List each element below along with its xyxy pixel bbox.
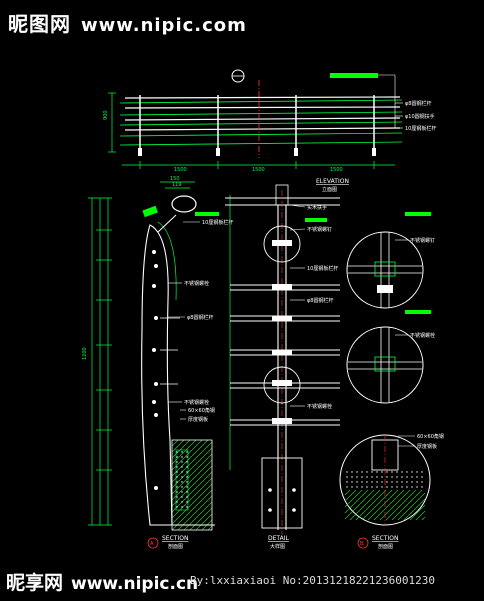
detail-title-cn: 大样图 (270, 543, 285, 550)
watermark-bottom-brand: 昵享网 (6, 572, 64, 594)
section-b-view: 不锈钢螺钉 不锈钢螺栓 60×60角钢 厚度钢板 B SECTION 剖面图 (339, 212, 444, 550)
section-b-callout-2: 不锈钢螺栓 (410, 332, 435, 339)
watermark-url: www.nipic.com (81, 15, 247, 36)
detail-title: DETAIL (268, 535, 289, 542)
section-a-title: SECTION (162, 535, 188, 542)
detail-callout-2: 不锈钢螺钉 (307, 226, 332, 233)
section-a-top-dim-2: 119 (172, 182, 182, 188)
elevation-title: ELEVATION (316, 178, 349, 185)
elevation-callout-3: 10厘钢板栏杆 (405, 125, 436, 132)
watermark-top: 昵图网 www.nipic.com (8, 8, 247, 37)
elevation-dim-1: 1500 (174, 167, 187, 173)
elevation-dim-3: 1500 (330, 167, 343, 173)
section-a-callout-6: 厚度钢板 (188, 416, 208, 423)
watermark-id: By:lxxiaxiaoi No:20131218221236001230 (190, 574, 436, 587)
detail-view: 实木扶手 不锈钢螺钉 10厘钢板栏杆 φ8圆钢栏杆 不锈钢螺栓 DETAIL 大… (225, 184, 340, 550)
section-b-title: SECTION (372, 535, 398, 542)
detail-callout-3: 10厘钢板栏杆 (307, 265, 338, 272)
elevation-height-dim: 900 (103, 110, 109, 120)
section-a-callout-1: 10厘钢板栏杆 (202, 219, 233, 226)
detail-callout-5: 不锈钢螺栓 (307, 403, 332, 410)
watermark-bottom: 昵享网 www.nipic.cn (6, 568, 198, 595)
section-a-callout-2: 不锈钢螺栓 (184, 280, 209, 287)
section-a-callout-3: φ8圆钢栏杆 (187, 314, 213, 321)
section-a-callout-4: 不锈钢螺栓 (184, 399, 209, 406)
section-a-title-cn: 剖面图 (168, 543, 183, 550)
elevation-callout-2: φ10圆钢扶手 (405, 113, 435, 120)
section-b-callout-1: 不锈钢螺钉 (410, 237, 435, 244)
elevation-view: 900 1500 1500 1500 φ8圆钢栏杆 φ10圆钢扶手 10厘钢板栏… (103, 69, 436, 193)
section-b-title-cn: 剖面图 (378, 543, 393, 550)
elevation-title-cn: 立面图 (322, 186, 337, 193)
watermark-brand: 昵图网 (8, 12, 71, 36)
watermark-bottom-url: www.nipic.cn (71, 574, 199, 594)
detail-callout-4: φ8圆钢栏杆 (307, 297, 333, 304)
section-a-callout-5: 60×60角钢 (188, 407, 215, 414)
section-a-marker: A (150, 541, 154, 547)
section-b-marker: B (360, 541, 364, 547)
elevation-dim-2: 1500 (252, 167, 265, 173)
section-a-view: 1200 150 119 (82, 176, 233, 550)
elevation-callout-1: φ8圆钢栏杆 (405, 100, 431, 107)
detail-callout-1: 实木扶手 (307, 204, 327, 211)
section-b-callout-4: 厚度钢板 (417, 443, 437, 450)
section-b-callout-3: 60×60角钢 (417, 433, 444, 440)
section-a-top-dim-1: 150 (170, 176, 180, 182)
section-a-total-height: 1200 (82, 347, 88, 360)
